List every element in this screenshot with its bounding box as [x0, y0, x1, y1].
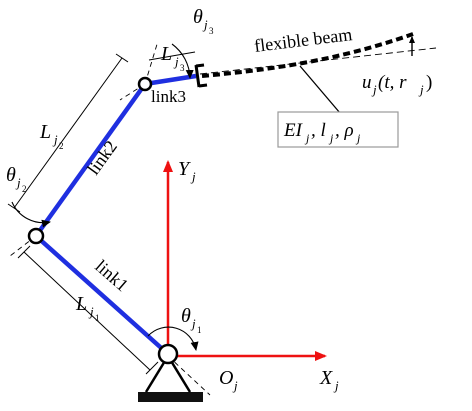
svg-text:j: j: [190, 316, 196, 331]
svg-text:X: X: [319, 367, 333, 389]
svg-text:, ρ: , ρ: [335, 120, 354, 141]
svg-text:j: j: [333, 378, 339, 393]
joint-2: [137, 76, 153, 92]
svg-text:1: 1: [197, 325, 202, 335]
svg-text:L: L: [75, 293, 87, 315]
theta3-label: θ j 3: [193, 6, 214, 36]
svg-text:1: 1: [95, 313, 100, 323]
ground-block: [138, 392, 203, 402]
joint-base: [157, 343, 179, 365]
svg-text:EI: EI: [283, 120, 304, 141]
svg-text:, l: , l: [311, 120, 326, 141]
svg-text:θ: θ: [6, 164, 16, 186]
svg-text:): ): [426, 72, 432, 93]
svg-text:u: u: [362, 72, 372, 93]
theta2-label: θ j 2: [6, 164, 27, 194]
svg-text:2: 2: [59, 141, 64, 151]
svg-text:j: j: [304, 131, 310, 145]
clamp: [194, 63, 208, 88]
svg-text:j: j: [355, 131, 361, 145]
link1-bar: [34, 234, 170, 356]
param-leader: [299, 65, 341, 114]
svg-text:j: j: [173, 54, 179, 69]
svg-text:3: 3: [180, 63, 185, 73]
theta1-label: θ j 1: [181, 305, 202, 335]
link2-label: link2: [83, 137, 121, 179]
svg-text:θ: θ: [181, 305, 191, 327]
deflection-label: u j (t, r j ): [362, 72, 432, 97]
svg-text:j: j: [190, 169, 196, 184]
svg-text:j: j: [52, 132, 58, 147]
length-l2-label: L j 2: [39, 121, 64, 151]
flexible-beam-curve: [201, 32, 414, 78]
svg-text:j: j: [88, 304, 94, 319]
dimension-lines: [7, 51, 196, 375]
length-l1-label: L j 1: [75, 293, 100, 323]
link3-bar: [144, 73, 197, 87]
link2-bar: [34, 82, 147, 238]
svg-text:j: j: [232, 378, 238, 393]
svg-text:2: 2: [22, 184, 27, 194]
svg-text:θ: θ: [193, 6, 203, 28]
svg-text:L: L: [39, 121, 51, 143]
beam-parameters-box: EI j , l j , ρ j: [277, 111, 399, 148]
theta2-arc: [11, 201, 51, 228]
joint-1: [27, 227, 45, 245]
svg-text:O: O: [219, 367, 233, 389]
theta3-arc: [171, 43, 194, 79]
svg-text:j: j: [418, 82, 424, 97]
length-l3-label: L j 3: [160, 43, 185, 73]
svg-text:j: j: [15, 175, 21, 190]
x-axis-label: X j: [319, 367, 339, 393]
svg-text:j: j: [371, 82, 377, 97]
svg-text:L: L: [160, 43, 172, 65]
svg-text:j: j: [328, 131, 334, 145]
theta1-arc: [147, 326, 199, 351]
svg-text:3: 3: [209, 26, 214, 36]
flexible-beam-label: flexible beam: [253, 24, 353, 56]
svg-text:j: j: [202, 17, 208, 32]
link3-label: link3: [151, 87, 186, 106]
svg-text:(t, r: (t, r: [378, 72, 407, 93]
y-axis-label: Y j: [178, 158, 196, 184]
svg-text:Y: Y: [178, 158, 191, 180]
origin-label: O j: [219, 367, 238, 393]
